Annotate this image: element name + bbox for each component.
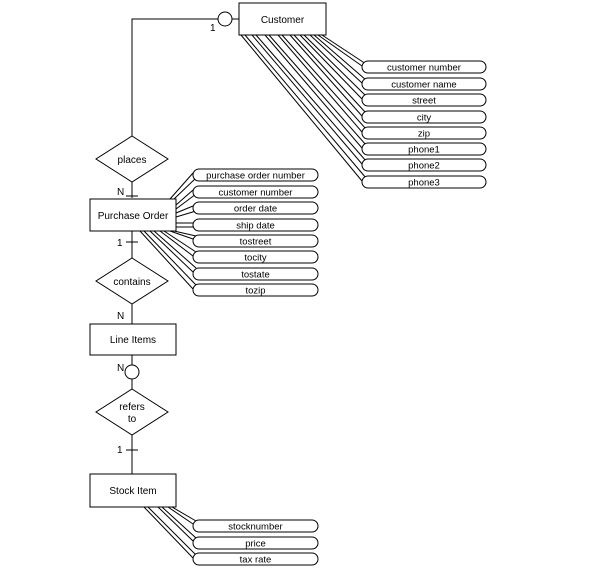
attribute-oval (361, 110, 487, 124)
attribute-oval (361, 60, 487, 74)
order-attr-ship-date: ship date (236, 221, 275, 232)
entity-customer-label: Customer (261, 15, 305, 26)
stock-attr-price: price (245, 539, 266, 550)
customer-attr-phone1: phone1 (408, 145, 440, 156)
attribute-oval (192, 218, 319, 232)
stock-attr-tax-rate: tax rate (240, 555, 272, 566)
cardinality-contains-order: 1 (117, 238, 123, 249)
relationship-refers-to-label-1: refers (119, 402, 145, 413)
cardinality-places-order: N (117, 187, 124, 198)
attribute-oval (361, 158, 487, 172)
attribute-oval (192, 283, 319, 297)
order-attr-tocity: tocity (244, 253, 266, 264)
attribute-oval (361, 175, 487, 189)
relationship-places-label: places (118, 155, 147, 166)
cardinality-refers-items: N (117, 363, 124, 374)
attribute-oval (361, 77, 487, 91)
entity-purchase-order[interactable] (89, 198, 177, 232)
attribute-oval (192, 267, 319, 281)
customer-attributes (361, 60, 487, 189)
entity-purchase-order-label: Purchase Order (98, 211, 169, 222)
order-attr-tostate: tostate (241, 270, 270, 281)
places-order-connector (126, 182, 138, 198)
relationship-contains-label: contains (113, 277, 150, 288)
stock-item-attribute-connectors (143, 506, 197, 559)
attribute-oval (192, 201, 319, 215)
order-attr-order-date: order date (234, 204, 277, 215)
attribute-oval (192, 185, 319, 199)
attribute-oval (361, 126, 487, 140)
stock-attr-stocknumber: stocknumber (228, 522, 282, 533)
cardinality-refers-stock: 1 (117, 445, 123, 456)
refers-items-connector (124, 355, 140, 389)
refers-stock-connector (126, 435, 138, 474)
stock-item-attributes (192, 519, 319, 566)
customer-attr-customer-number: customer number (387, 63, 461, 74)
cardinality-places-customer: 1 (210, 23, 216, 34)
entity-line-items-label: Line Items (110, 335, 156, 346)
customer-attr-zip: zip (418, 129, 430, 140)
purchase-order-attribute-connectors (139, 172, 197, 290)
customer-attr-city: city (417, 113, 432, 124)
customer-attr-street: street (412, 96, 436, 107)
attribute-oval (192, 168, 319, 182)
order-attr-customer-number: customer number (219, 188, 293, 199)
attribute-oval (192, 250, 319, 264)
relationship-refers-to-label-2: to (128, 414, 137, 425)
contains-order-connector (126, 231, 138, 258)
attribute-oval (192, 552, 319, 566)
entity-stock-item[interactable] (89, 473, 177, 508)
attribute-oval (361, 93, 487, 107)
entity-stock-item-label: Stock Item (109, 486, 156, 497)
attribute-oval (192, 234, 319, 248)
entity-line-items[interactable] (89, 323, 177, 356)
places-customer-connector (131, 11, 239, 136)
cardinality-contains-items: N (117, 311, 124, 322)
order-attr-purchase-order-number: purchase order number (206, 171, 305, 182)
attribute-oval (361, 142, 487, 156)
attribute-oval (192, 519, 319, 533)
customer-attr-customer-name: customer name (391, 80, 456, 91)
order-attr-tozip: tozip (245, 286, 265, 297)
attribute-oval (192, 536, 319, 550)
purchase-order-attributes (192, 168, 319, 297)
customer-attr-phone2: phone2 (408, 161, 440, 172)
order-attr-tostreet: tostreet (240, 237, 272, 248)
customer-attribute-connectors (240, 34, 367, 182)
customer-attr-phone3: phone3 (408, 178, 440, 189)
